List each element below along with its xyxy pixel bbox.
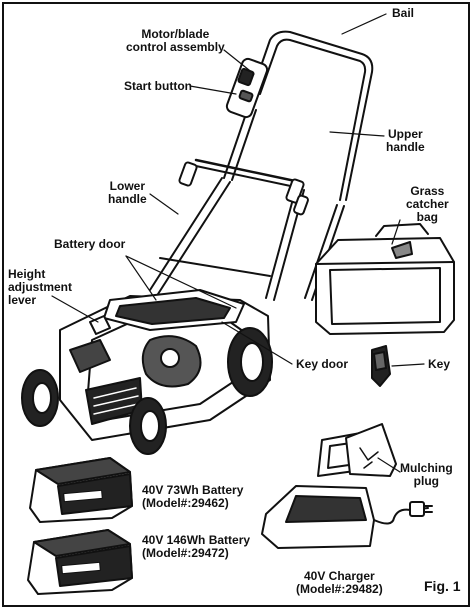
label-battery-146wh: 40V 146Wh Battery (Model#:29472)	[142, 533, 251, 560]
label-key-door: Key door	[296, 357, 349, 371]
key-part	[371, 345, 391, 387]
label-battery-73wh: 40V 73Wh Battery (Model#:29462)	[142, 483, 244, 510]
label-start-button: Start button	[124, 79, 192, 93]
label-battery-door: Battery door	[54, 237, 126, 251]
battery-146wh	[27, 529, 133, 595]
figure-border	[2, 2, 470, 607]
label-key: Key	[428, 357, 451, 371]
grass-catcher-bag	[315, 223, 455, 335]
label-bail: Bail	[392, 6, 415, 20]
control-assembly	[225, 57, 269, 119]
label-charger: 40V Charger (Model#:29482)	[296, 569, 383, 596]
figure-number: Fig. 1	[424, 578, 461, 594]
mower-deck	[59, 289, 271, 441]
mower-handle	[149, 30, 374, 301]
label-lower-handle: Lower handle	[108, 179, 147, 206]
battery-73wh	[29, 457, 133, 523]
label-upper-handle: Upper handle	[386, 127, 425, 154]
mulching-plug-part	[317, 423, 397, 477]
label-grass-catcher-bag: Grass catcher bag	[406, 184, 449, 224]
leader-lines	[51, 13, 425, 473]
label-motor-blade-control: Motor/blade control assembly	[126, 27, 225, 54]
label-mulching-plug: Mulching plug	[400, 461, 453, 488]
charger-part	[261, 485, 433, 549]
label-height-adjustment-lever: Height adjustment lever	[8, 267, 73, 307]
